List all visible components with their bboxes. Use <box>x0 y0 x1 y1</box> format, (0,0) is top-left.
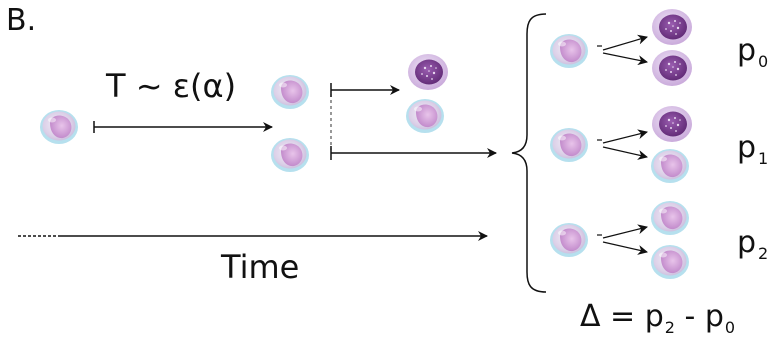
time-axis-label: Time <box>221 248 300 286</box>
delta-equation: Δ = p2 - p0 <box>580 299 735 336</box>
upper-branch-arrow <box>330 83 400 97</box>
differentiated-cell-icon <box>652 9 692 45</box>
outcome-brace <box>511 13 547 293</box>
panel-label: B. <box>6 3 37 38</box>
differentiated-cell-icon <box>652 50 692 86</box>
delta-index-2: 0 <box>724 318 736 337</box>
lower-branch-arrow <box>330 146 497 160</box>
outcome-p0-index: 0 <box>758 52 769 71</box>
delta-lhs: Δ = p <box>580 299 664 334</box>
outcome-p0-arrows <box>597 34 648 66</box>
stem-cell-icon <box>651 245 689 279</box>
outcome-p1-arrows <box>597 129 648 160</box>
stem-cell-icon <box>550 128 588 162</box>
differentiated-cell-icon <box>408 54 448 90</box>
stem-cell-icon <box>271 75 309 109</box>
waiting-time-distribution-label: T ~ ε(α) <box>106 67 237 105</box>
stem-cell-icon <box>651 149 689 183</box>
outcome-p1-symbol: p <box>737 130 757 165</box>
outcome-p0-symbol: p <box>737 33 757 68</box>
outcome-p2-index: 2 <box>758 244 769 263</box>
delta-minus: - p <box>674 299 724 334</box>
stem-cell-icon <box>550 223 588 257</box>
stem-cell-icon <box>271 138 309 172</box>
outcome-p1-index: 1 <box>758 149 769 168</box>
stem-cell-icon <box>651 201 689 235</box>
stem-cell-icon <box>550 34 588 68</box>
differentiated-cell-icon <box>652 106 692 142</box>
waiting-time-arrow <box>93 121 273 133</box>
outcome-p2-symbol: p <box>737 225 757 260</box>
stem-cell-icon <box>40 110 78 144</box>
delta-index-1: 2 <box>664 318 675 337</box>
outcome-p2-arrows <box>597 224 648 255</box>
stem-cell-icon <box>406 99 444 133</box>
